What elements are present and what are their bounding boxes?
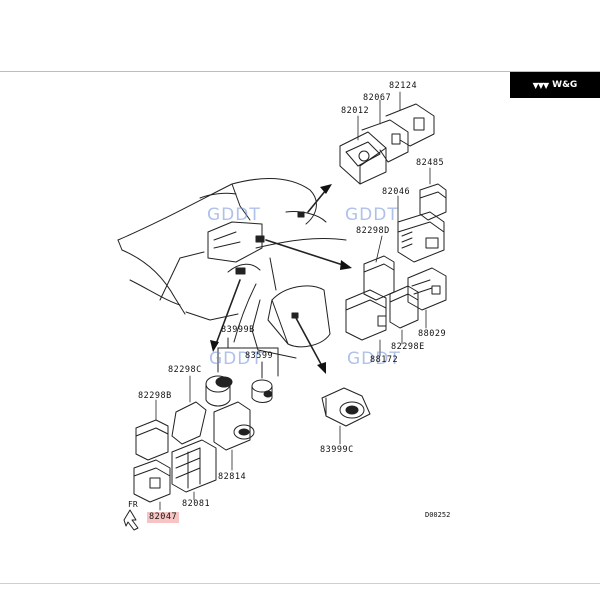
switch-82046 <box>397 211 445 263</box>
footer-divider <box>0 583 600 584</box>
front-orientation-label: FR <box>128 500 138 509</box>
part-label-82046: 82046 <box>382 187 411 197</box>
part-label-83599: 83599 <box>245 351 274 361</box>
arrow-head-down <box>210 340 219 352</box>
leader-bracket-83999B <box>217 337 279 379</box>
part-label-82298C: 82298C <box>168 365 202 375</box>
part-label-83999B: 83999B <box>221 325 255 335</box>
part-label-82012: 82012 <box>341 106 370 116</box>
watermark-2: GDDT <box>345 205 399 225</box>
watermark-1: GDDT <box>207 205 261 225</box>
switch-88029 <box>407 267 447 311</box>
part-label-82814: 82814 <box>218 472 247 482</box>
cover-82298C <box>171 401 207 445</box>
part-label-82485: 82485 <box>416 158 445 168</box>
socket-82814 <box>213 401 255 451</box>
dash-switch-marks <box>235 211 305 319</box>
part-label-82298B: 82298B <box>138 391 172 401</box>
socket-83999C <box>321 387 371 427</box>
arrow-head-right <box>340 260 352 270</box>
header-divider <box>0 71 600 72</box>
diagram-number: D00252 <box>425 511 451 519</box>
leader-arrows <box>215 189 347 367</box>
watermark-3: GDDT <box>209 349 263 369</box>
wings-logo-icon: ▼▼▼ <box>532 80 550 90</box>
switch-82298E <box>389 285 419 329</box>
part-label-88029: 88029 <box>418 329 447 339</box>
switch-82047 <box>133 459 171 503</box>
arrow-head-lower <box>317 362 326 374</box>
fr-direction-arrow <box>123 509 139 531</box>
switch-82485 <box>419 183 447 221</box>
part-label-82298E: 82298E <box>391 342 425 352</box>
brand-badge: ▼▼▼ W&G <box>510 72 600 98</box>
switch-82298D <box>363 255 395 301</box>
watermark-4: GDDT <box>347 349 401 369</box>
part-label-83999C: 83999C <box>320 445 354 455</box>
switch-88172 <box>345 289 387 341</box>
switch-82298B <box>135 419 169 461</box>
brand-name: W&G <box>552 80 578 90</box>
arrow-head-upper <box>320 184 332 194</box>
part-label-82298D: 82298D <box>356 226 390 236</box>
switch-82124 <box>385 103 435 147</box>
switch-82067 <box>361 119 409 163</box>
part-label-88172: 88172 <box>370 355 399 365</box>
switch-82081 <box>171 439 217 493</box>
label-leaders <box>155 91 431 511</box>
switch-82012 <box>339 131 387 185</box>
part-label-82081: 82081 <box>182 499 211 509</box>
part-label-82047: 82047 <box>147 512 180 523</box>
part-label-82067: 82067 <box>363 93 392 103</box>
plug-83599 <box>251 379 273 403</box>
part-label-82124: 82124 <box>389 81 418 91</box>
socket-83999B <box>205 375 233 407</box>
